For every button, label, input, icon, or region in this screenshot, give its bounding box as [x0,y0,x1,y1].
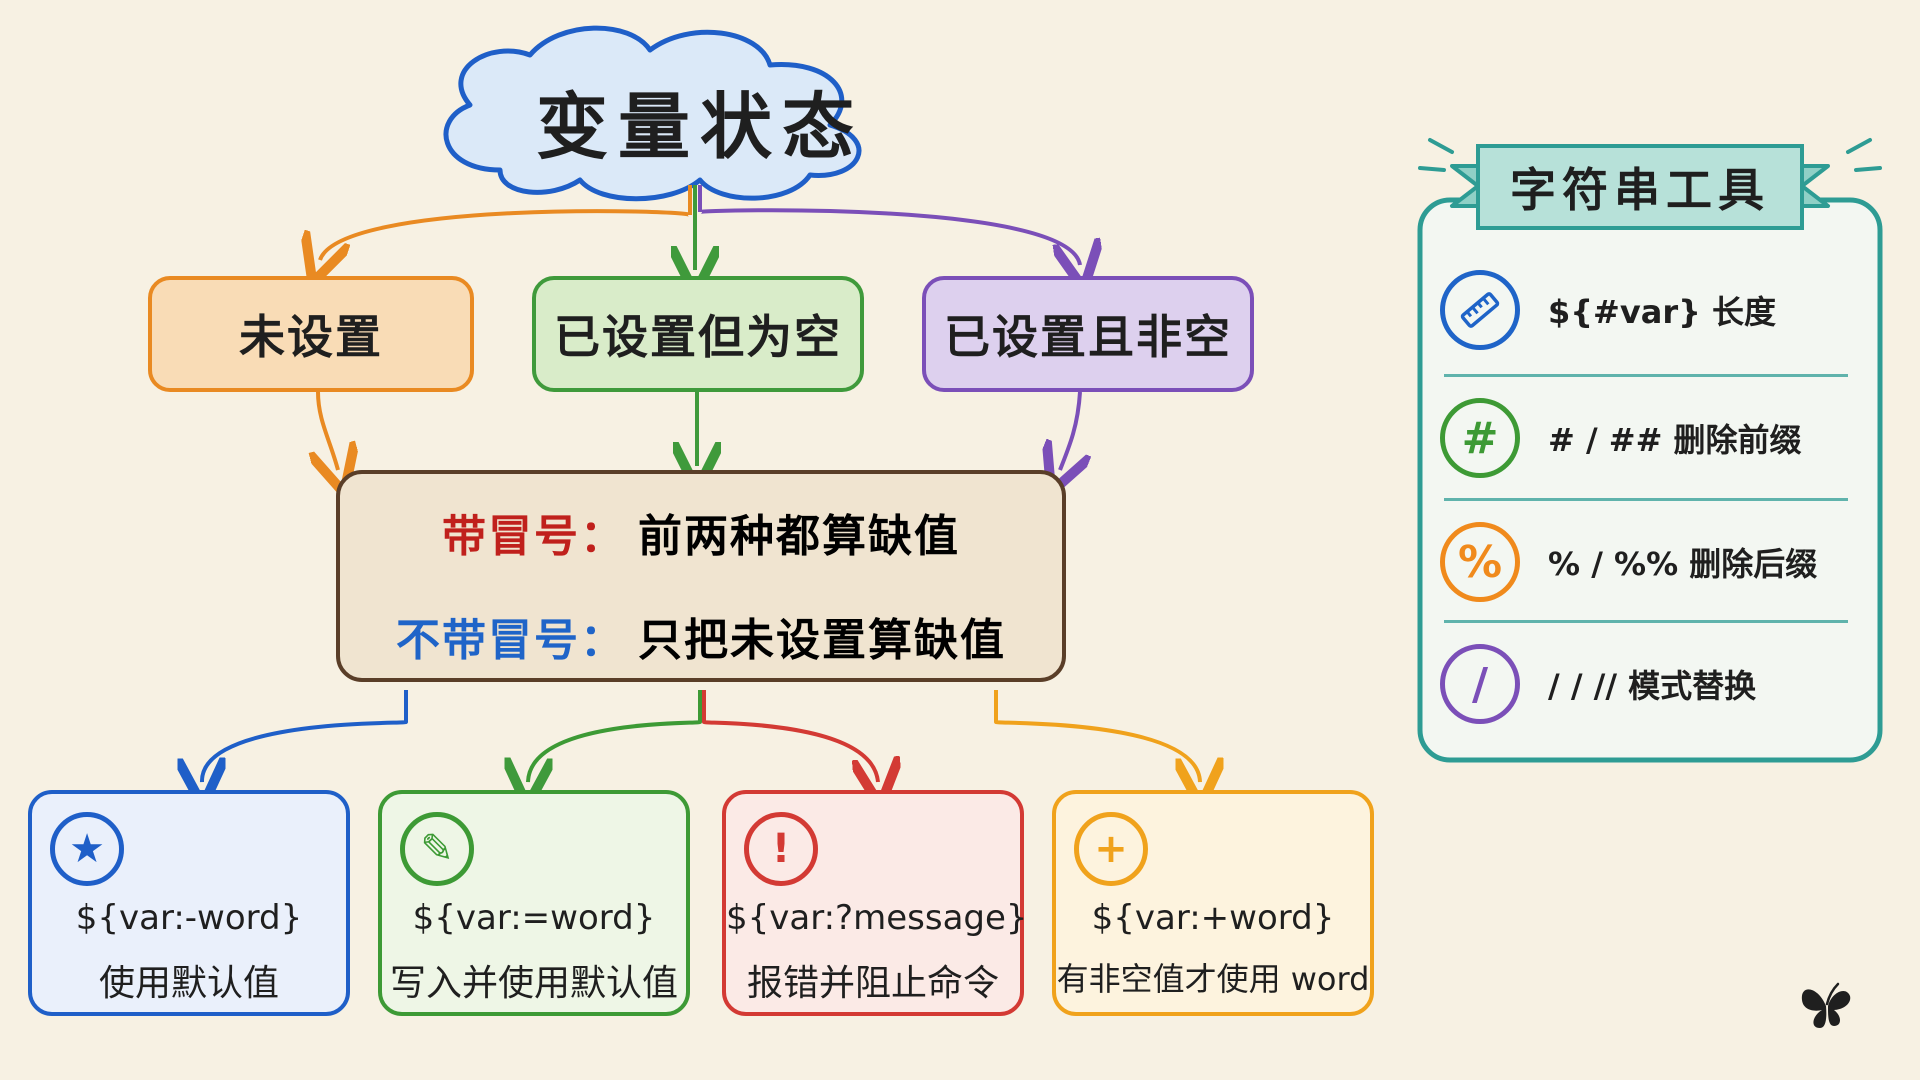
tools-title: 字符串工具 [1510,163,1770,217]
pencil-icon: ✎ [400,812,474,886]
state-label: 未设置 [239,310,383,364]
operator-syntax: ${var:+word} [1091,898,1335,938]
title-cloud [443,25,862,202]
star-icon: ★ [50,812,124,886]
rules-box [336,470,1066,682]
rule-colon-prefix: 带冒号： [442,511,626,562]
tool-divider [1444,620,1848,623]
tool-prefix: # # / ## 删除前缀 [1440,390,1860,486]
slash-icon: / [1440,644,1520,724]
hash-icon: # [1440,398,1520,478]
operator-card-alternate: + ${var:+word} 有非空值才使用 word [1052,790,1374,1016]
operator-syntax: ${var:?message} [726,898,1028,938]
ruler-glyph [1460,292,1500,328]
state-set-empty: 已设置但为空 [532,276,864,392]
operator-card-error: ! ${var:?message} 报错并阻止命令 [722,790,1028,1016]
state-unset: 未设置 [148,276,474,392]
plus-glyph: + [1094,826,1128,872]
state-label: 已设置但为空 [554,310,842,364]
tool-replace: / / / // 模式替换 [1440,636,1860,732]
star-glyph: ★ [69,826,105,872]
hash-glyph: # [1461,412,1499,464]
tool-suffix: % % / %% 删除后缀 [1440,514,1860,610]
tool-text: ${#var} 长度 [1548,293,1777,331]
operator-desc: 写入并使用默认值 [389,963,678,1004]
state-set-nonempty: 已设置且非空 [922,276,1254,392]
operator-desc: 有非空值才使用 word [1056,960,1370,998]
operator-desc: 使用默认值 [98,963,279,1004]
diagram-title: 变量状态 [535,84,864,169]
operator-syntax: ${var:-word} [75,898,303,938]
state-label: 已设置且非空 [944,310,1232,364]
rule-colon: 带冒号： 前两种都算缺值 [336,500,1066,564]
pencil-glyph: ✎ [420,826,454,872]
rule-no-colon-prefix: 不带冒号： [396,615,626,666]
rule-no-colon: 不带冒号： 只把未设置算缺值 [336,604,1066,668]
tool-divider [1444,498,1848,501]
exclamation-glyph: ! [771,826,791,872]
butterfly-logo-icon [1801,982,1851,1028]
tool-text: / / // 模式替换 [1548,667,1757,705]
tools-ribbon [1418,138,1882,230]
tool-length: ${#var} 长度 [1440,262,1860,358]
exclamation-icon: ! [744,812,818,886]
operator-card-assign: ✎ ${var:=word} 写入并使用默认值 [378,790,690,1016]
rule-no-colon-text: 只把未设置算缺值 [638,615,1006,666]
rule-colon-text: 前两种都算缺值 [638,511,960,562]
operator-card-default: ★ ${var:-word} 使用默认值 [28,790,350,1016]
ruler-icon [1440,270,1520,350]
percent-icon: % [1440,522,1520,602]
operator-syntax: ${var:=word} [412,898,656,938]
tool-divider [1444,374,1848,377]
tool-text: # / ## 删除前缀 [1548,421,1802,459]
plus-icon: + [1074,812,1148,886]
percent-glyph: % [1457,536,1503,588]
slash-glyph: / [1471,658,1489,710]
operator-desc: 报错并阻止命令 [746,963,999,1004]
tool-text: % / %% 删除后缀 [1548,545,1818,583]
